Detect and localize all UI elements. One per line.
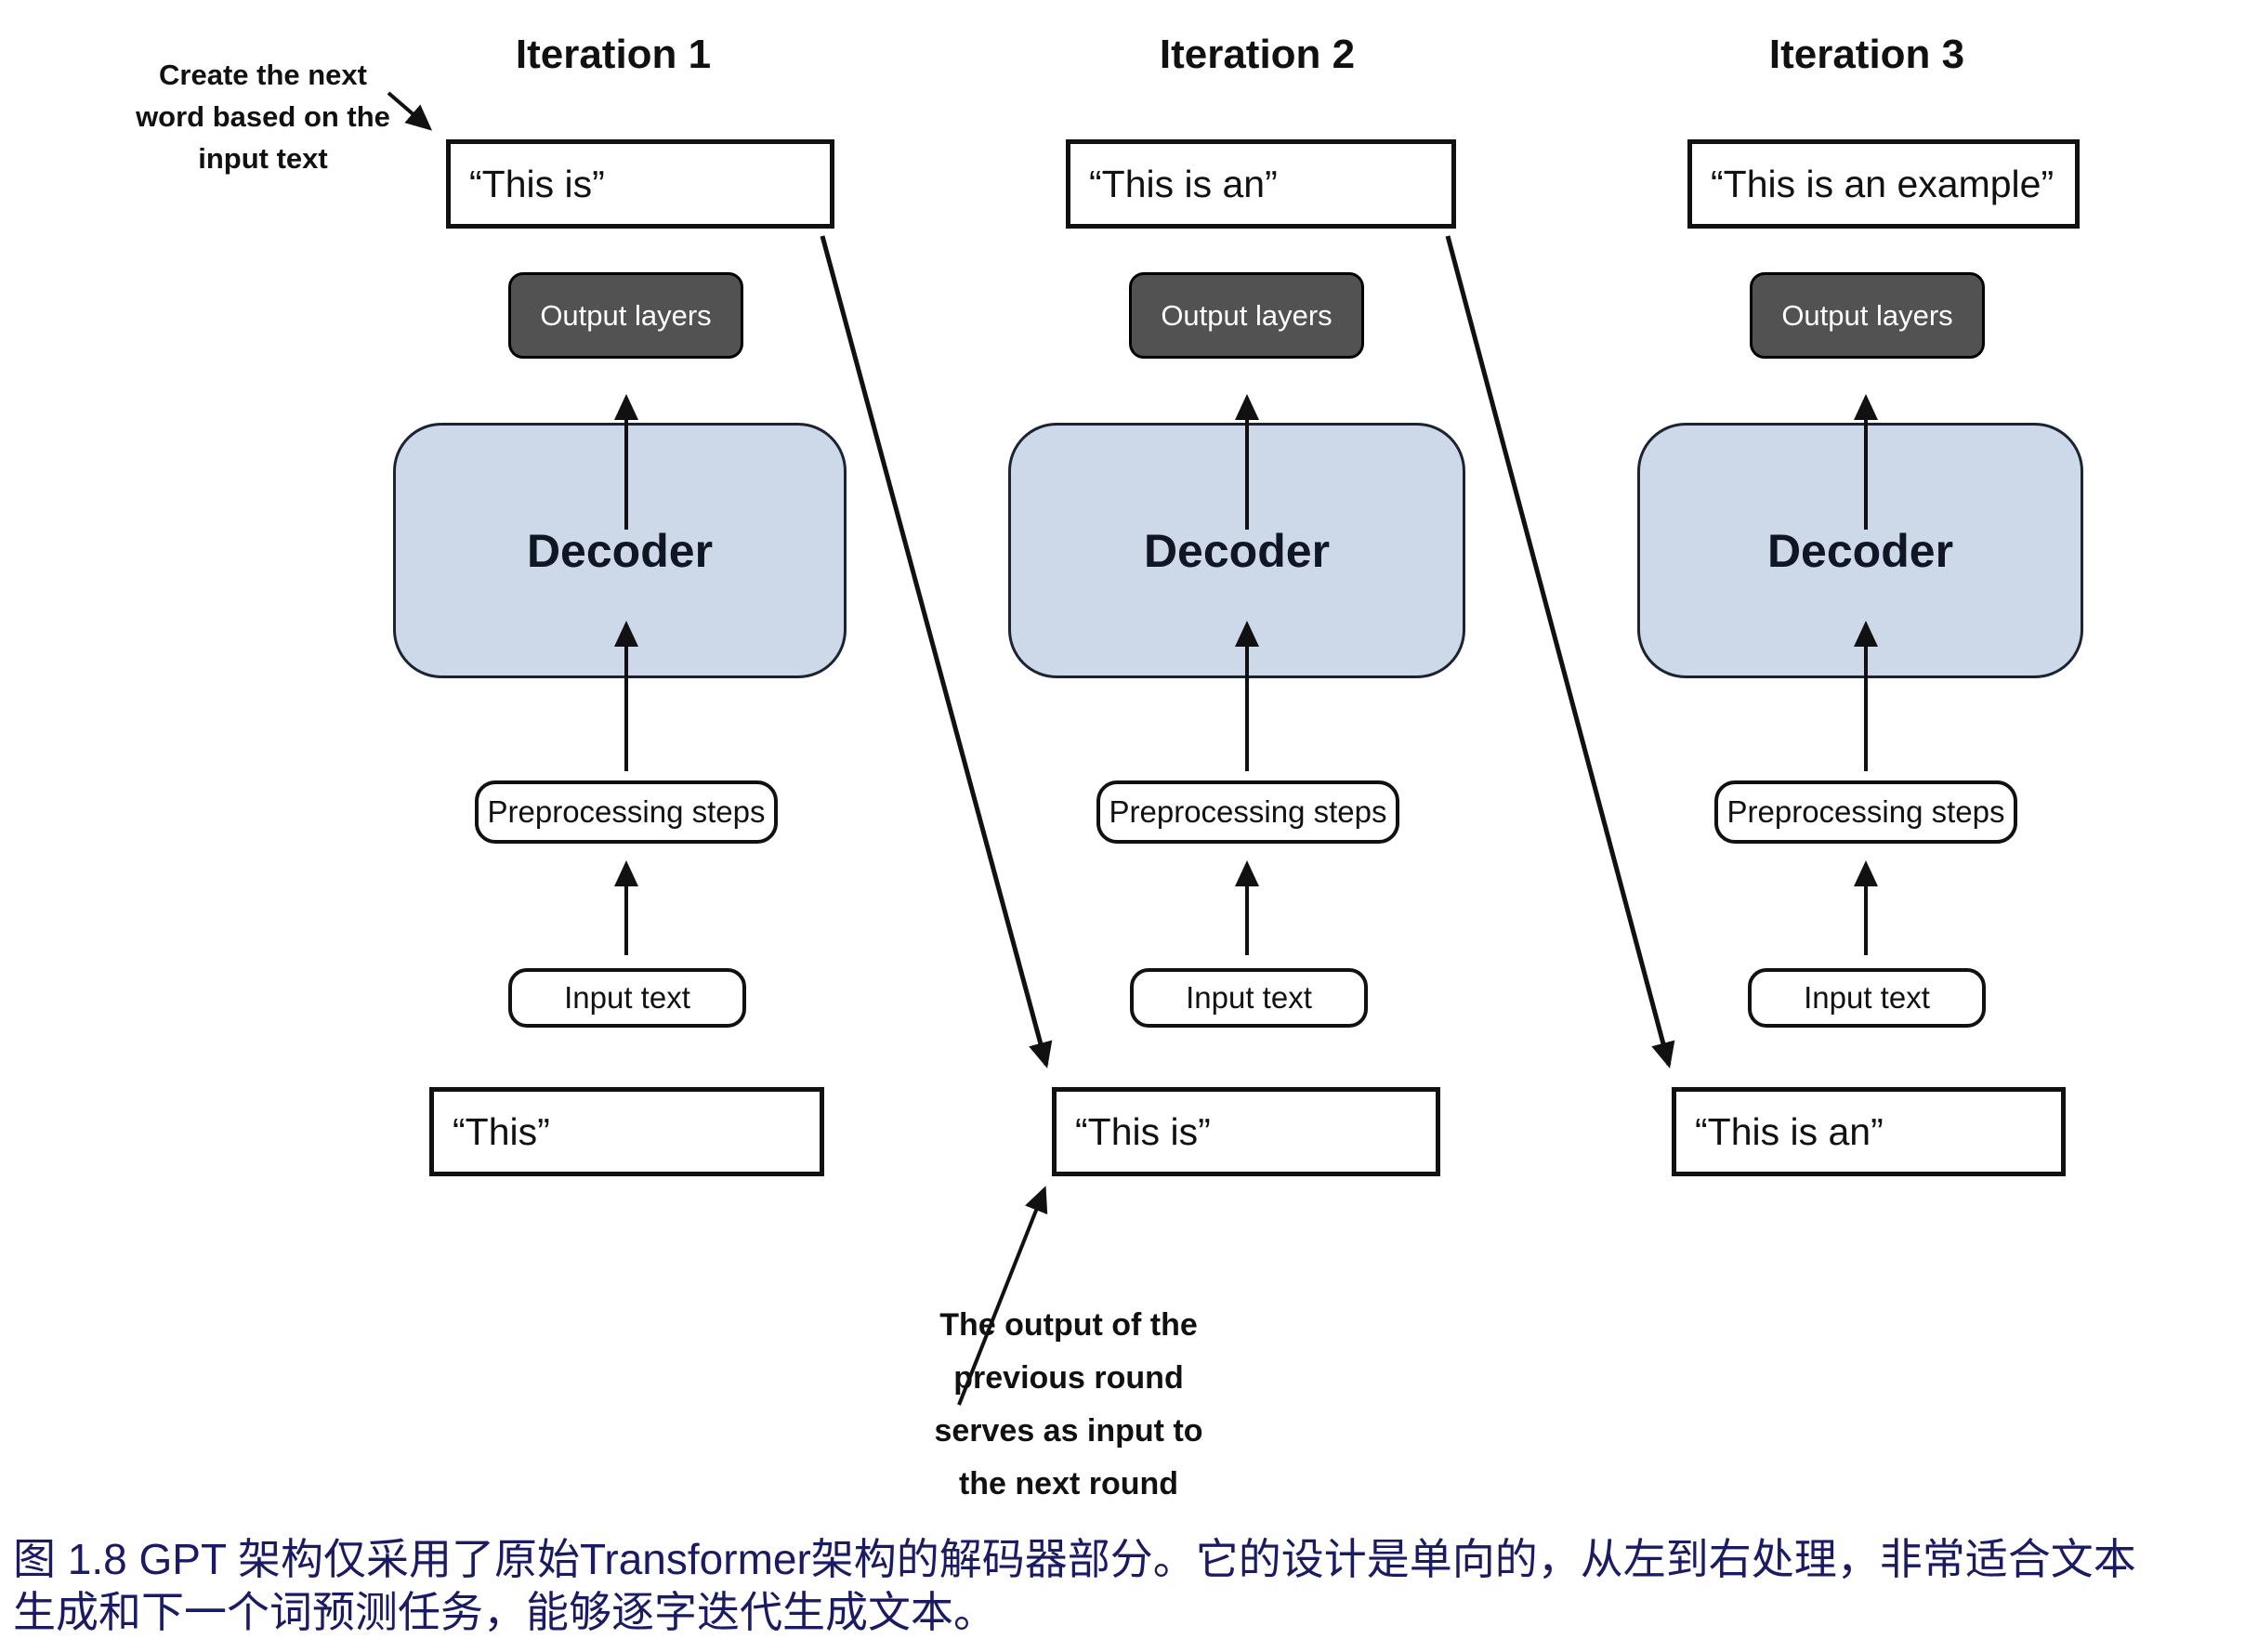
preprocessing-box-1: Preprocessing steps xyxy=(475,780,778,844)
annotation-line: Create the next xyxy=(159,59,367,91)
decoder-box-3: Decoder xyxy=(1637,423,2083,678)
annotation-line: previous round xyxy=(953,1360,1184,1396)
input-value-box-1: “This” xyxy=(429,1087,824,1176)
input-text-box-2: Input text xyxy=(1130,968,1368,1028)
input-text-box-3: Input text xyxy=(1748,968,1986,1028)
figure-caption: 图 1.8 GPT 架构仅采用了原始Transformer架构的解码器部分。它的… xyxy=(13,1533,2247,1639)
annotation-line: serves as input to xyxy=(934,1413,1203,1449)
output-layers-box-2: Output layers xyxy=(1129,272,1364,359)
annotation-line: The output of the xyxy=(939,1307,1198,1343)
annotation-line: input text xyxy=(198,142,328,175)
figure-caption-line-2: 生成和下一个词预测任务，能够逐字迭代生成文本。 xyxy=(13,1588,996,1636)
preprocessing-box-2: Preprocessing steps xyxy=(1096,780,1399,844)
output-layers-box-3: Output layers xyxy=(1750,272,1985,359)
generated-text-box-3: “This is an example” xyxy=(1687,139,2080,229)
input-text-box-1: Input text xyxy=(508,968,746,1028)
annotation-line: word based on the xyxy=(136,100,390,133)
iteration-1-title: Iteration 1 xyxy=(515,32,712,77)
annotation-create-next-word: Create the next word based on the input … xyxy=(136,54,390,179)
decoder-box-2: Decoder xyxy=(1008,423,1465,678)
iteration-3-title: Iteration 3 xyxy=(1768,32,1965,77)
iteration-2-title: Iteration 2 xyxy=(1159,32,1356,77)
generated-text-box-2: “This is an” xyxy=(1066,139,1456,229)
annotation-line: the next round xyxy=(958,1466,1179,1501)
input-value-box-3: “This is an” xyxy=(1672,1087,2066,1176)
output-layers-box-1: Output layers xyxy=(508,272,743,359)
generated-text-box-1: “This is” xyxy=(446,139,834,229)
annotation-output-feeds-next: The output of the previous round serves … xyxy=(934,1299,1202,1511)
figure-caption-line-1: 图 1.8 GPT 架构仅采用了原始Transformer架构的解码器部分。它的… xyxy=(13,1535,2136,1583)
input-value-box-2: “This is” xyxy=(1052,1087,1440,1176)
decoder-box-1: Decoder xyxy=(393,423,847,678)
preprocessing-box-3: Preprocessing steps xyxy=(1714,780,2017,844)
arrow-output2-to-input3 xyxy=(1445,235,1675,1069)
arrow-annotation-to-generated-text-1 xyxy=(387,91,433,131)
